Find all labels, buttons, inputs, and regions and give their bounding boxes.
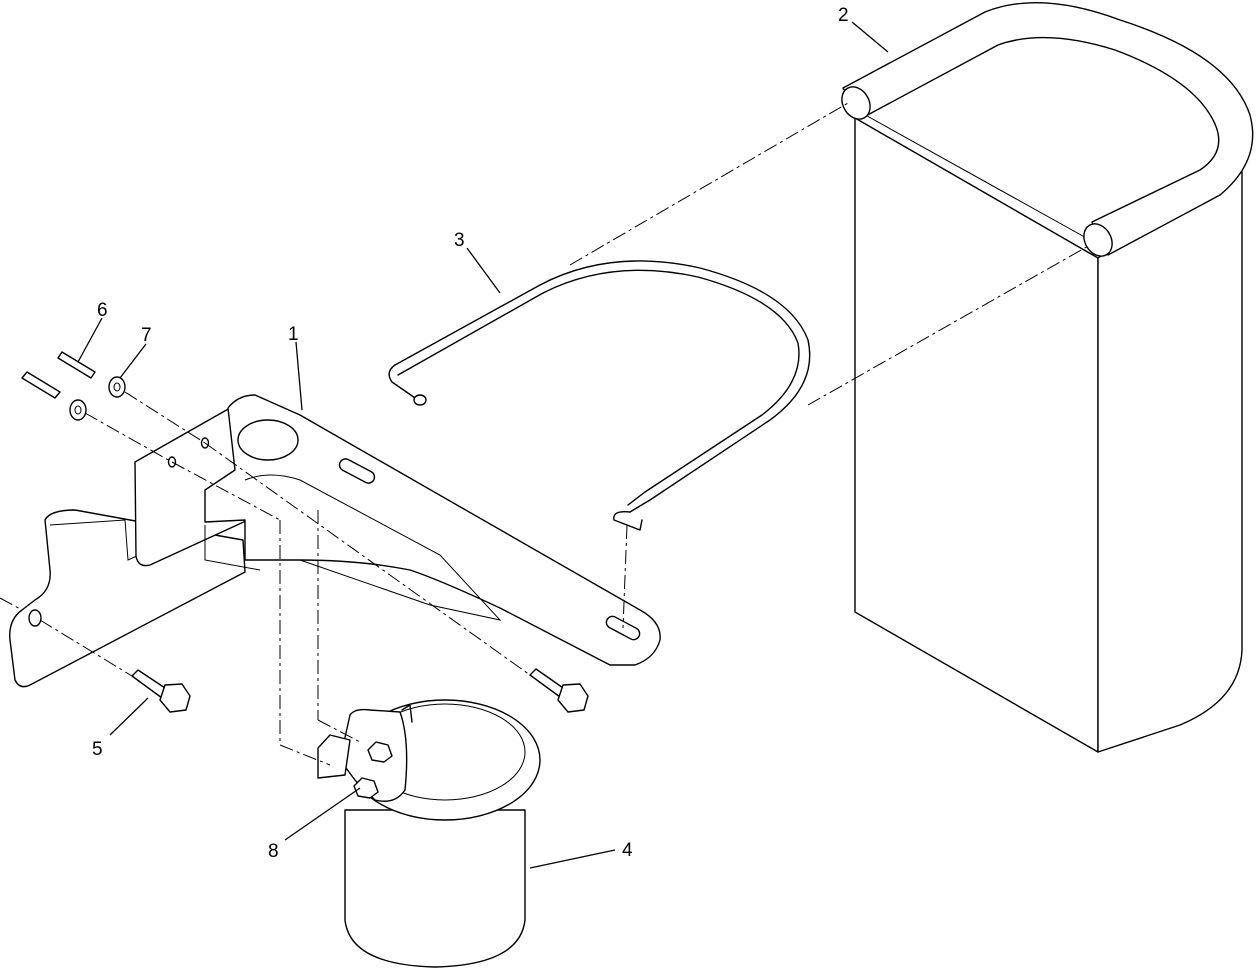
callout-4: 4 xyxy=(622,840,633,861)
assembly-centerlines xyxy=(0,102,1091,766)
leader-lines xyxy=(77,21,889,869)
washer-part-7 xyxy=(69,376,126,421)
callout-3: 3 xyxy=(454,230,465,251)
callout-5: 5 xyxy=(92,739,103,760)
clamp-part-8 xyxy=(317,704,413,802)
hose-part-2 xyxy=(841,1,1254,257)
callout-1: 1 xyxy=(288,324,299,345)
callout-8: 8 xyxy=(268,841,279,862)
canister-part-2 xyxy=(854,111,1243,753)
mounting-bracket-part-1 xyxy=(9,394,661,688)
callout-7: 7 xyxy=(141,325,152,346)
wire-retainer-part-3 xyxy=(388,260,811,531)
bolt-part-5-left xyxy=(131,669,191,713)
bolt-part-5-right xyxy=(529,668,589,713)
bolt-part-6 xyxy=(21,351,96,399)
callout-2: 2 xyxy=(838,5,849,26)
callout-6: 6 xyxy=(97,300,108,321)
